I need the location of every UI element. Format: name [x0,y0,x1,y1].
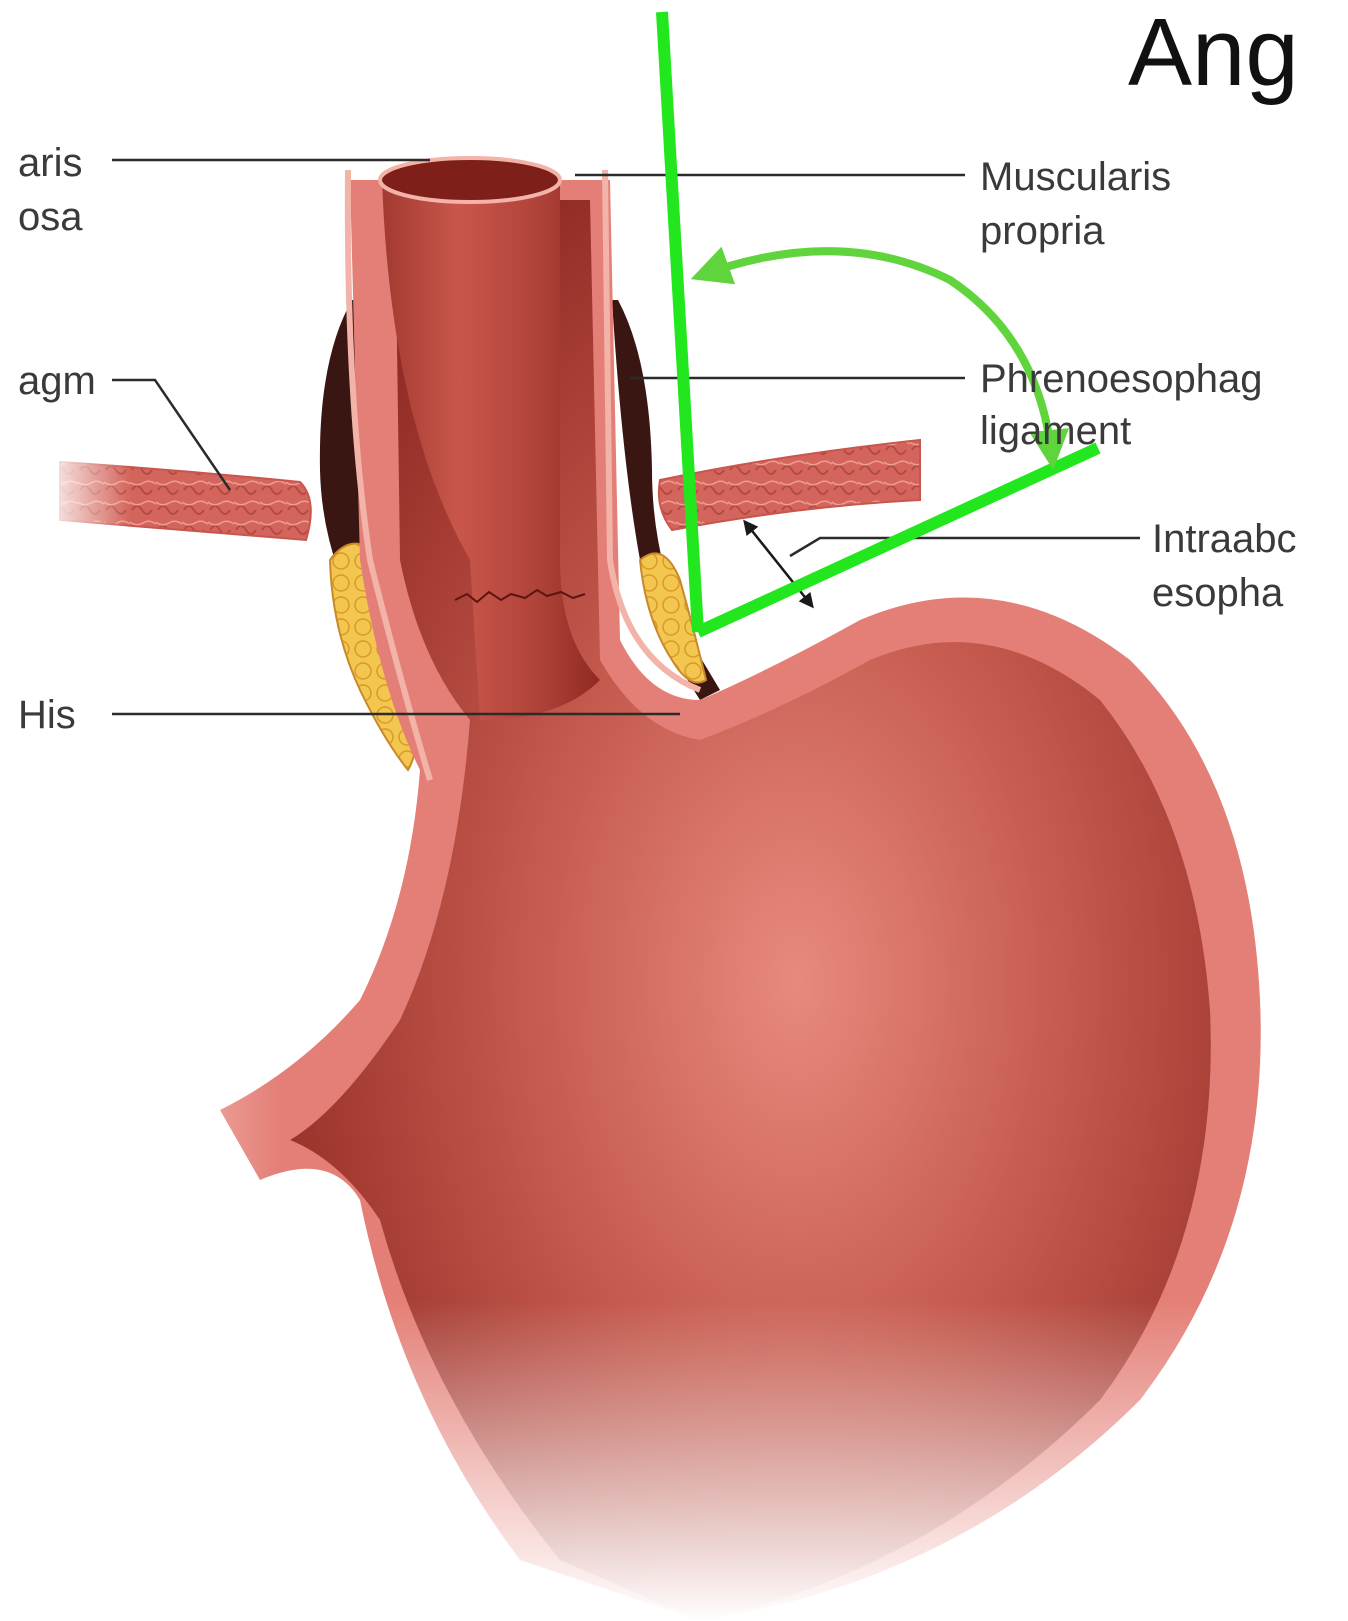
label-muscularis-propria-line1: Muscularis [980,155,1171,199]
diaphragm-right [659,440,920,530]
label-muscularis-mucosa-line2: osa [18,195,83,239]
angle-line-vertical [662,12,698,632]
label-his: His [18,693,76,737]
label-intraabdominal-line2: esopha [1152,571,1284,615]
esophagus-opening [380,158,560,202]
label-phrenoesophageal-line2: ligament [980,409,1131,453]
label-muscularis-propria-line2: propria [980,209,1105,253]
label-intraabdominal-line1: Intraabc [1152,517,1297,561]
leader-intraabdominal [790,538,1140,556]
page-title: Ang [1128,0,1299,106]
label-diaphragm: agm [18,359,96,403]
label-muscularis-mucosa-line1: aris [18,141,82,185]
label-phrenoesophageal-line1: Phrenoesophag [980,357,1262,401]
